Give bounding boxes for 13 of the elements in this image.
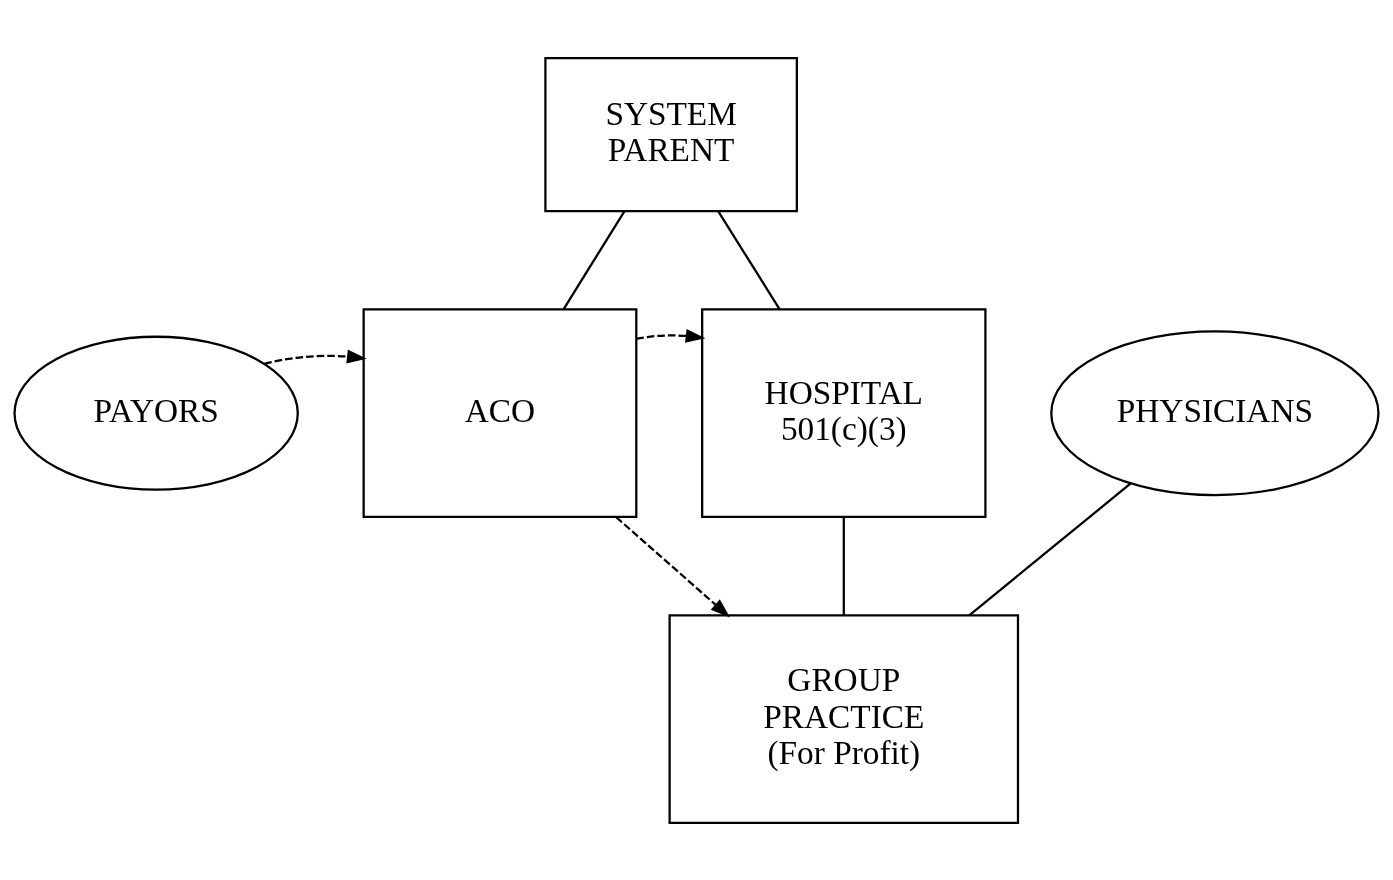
node-box: ACO [362, 307, 638, 518]
arrow [636, 328, 706, 343]
node-ellipse: PAYORS [13, 335, 299, 491]
connector [968, 482, 1132, 616]
arrow [264, 349, 367, 365]
connector [842, 516, 845, 615]
connector [562, 210, 626, 310]
node-box: HOSPITAL 501(c)(3) [701, 307, 987, 518]
arrow [615, 515, 731, 617]
connector [717, 210, 781, 310]
node-box: SYSTEM PARENT [544, 56, 798, 212]
node-ellipse: PHYSICIANS [1050, 329, 1380, 496]
node-box: GROUP PRACTICE (For Profit) [668, 613, 1020, 824]
